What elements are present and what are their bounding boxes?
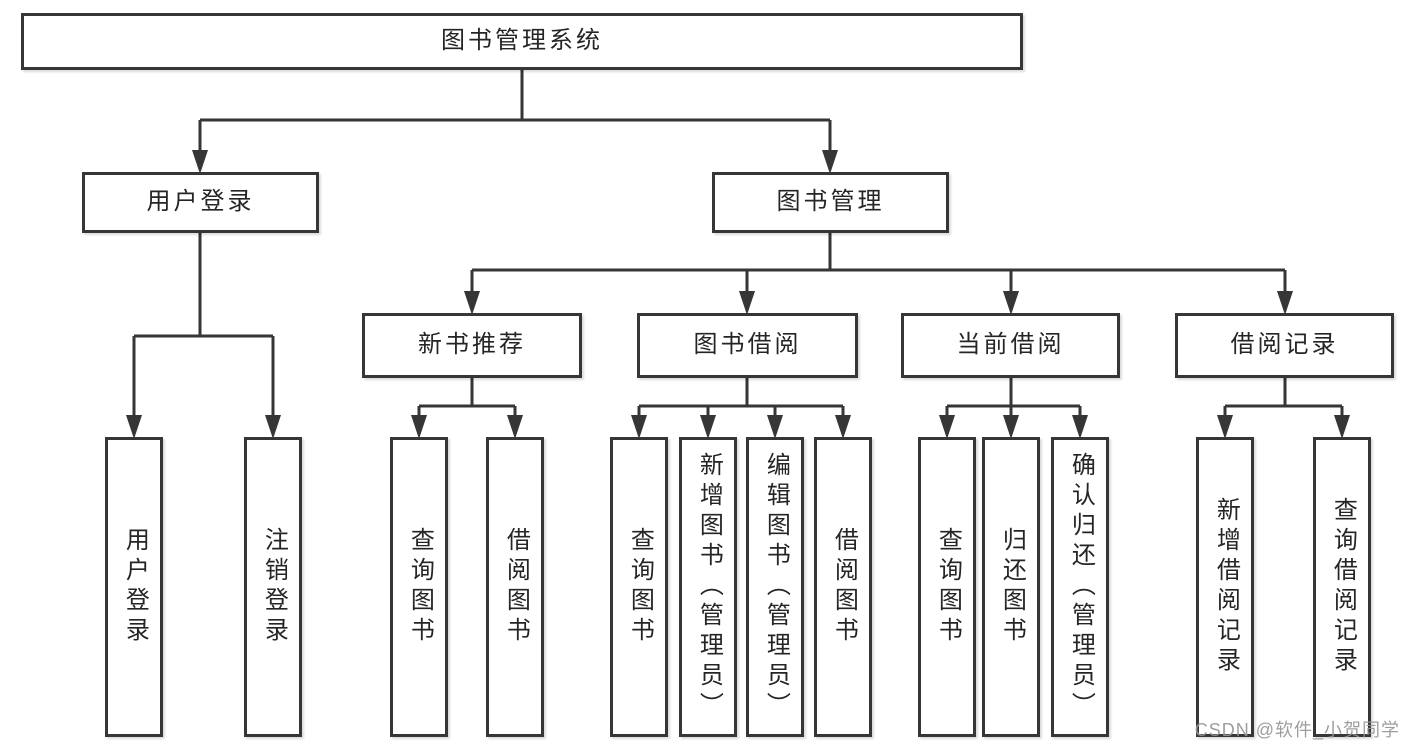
arrowhead-icon	[835, 415, 851, 439]
leaf-query-borrow-record: 查询借阅记录	[1313, 437, 1371, 737]
leaf-confirm-return-admin-label: 确认归还（管理员）	[1067, 452, 1095, 722]
node-current-borrowing-label: 当前借阅	[956, 331, 1065, 359]
arrowhead-icon	[1072, 415, 1088, 439]
arrowhead-icon	[822, 150, 838, 174]
node-borrowing-records: 借阅记录	[1175, 313, 1394, 378]
leaf-query-borrow-record-label: 查询借阅记录	[1329, 497, 1357, 677]
arrowhead-icon	[1003, 291, 1019, 315]
node-book-management-label: 图书管理	[776, 188, 885, 216]
arrowhead-icon	[700, 415, 716, 439]
leaf-query-books-current: 查询图书	[918, 437, 976, 737]
arrowhead-icon	[1334, 415, 1350, 439]
leaf-add-book-admin: 新增图书（管理员）	[679, 437, 737, 737]
arrowhead-icon	[739, 291, 755, 315]
arrowhead-icon	[767, 415, 783, 439]
arrowhead-icon	[464, 291, 480, 315]
csdn-watermark: CSDN @软件_小贺同学	[1194, 720, 1400, 740]
leaf-logout-label: 注销登录	[260, 527, 288, 647]
node-book-management: 图书管理	[712, 172, 949, 233]
node-library-system-label: 图书管理系统	[441, 27, 603, 55]
leaf-return-books-label: 归还图书	[998, 527, 1026, 647]
node-new-book-recommend-label: 新书推荐	[418, 331, 526, 359]
arrowhead-icon	[1003, 415, 1019, 439]
node-book-borrowing: 图书借阅	[637, 313, 858, 378]
leaf-query-books-borrow-label: 查询图书	[626, 527, 654, 647]
node-library-system: 图书管理系统	[21, 13, 1023, 70]
leaf-borrow-books-newrec-label: 借阅图书	[502, 527, 530, 647]
arrowhead-icon	[1217, 415, 1233, 439]
node-new-book-recommend: 新书推荐	[362, 313, 582, 378]
leaf-add-book-admin-label: 新增图书（管理员）	[695, 452, 723, 722]
arrowhead-icon	[411, 415, 427, 439]
leaf-borrow-books-borrow: 借阅图书	[814, 437, 872, 737]
leaf-query-books-newrec-label: 查询图书	[406, 527, 434, 647]
node-borrowing-records-label: 借阅记录	[1230, 331, 1339, 359]
leaf-query-books-current-label: 查询图书	[934, 527, 962, 647]
leaf-add-borrow-record-label: 新增借阅记录	[1212, 497, 1240, 677]
leaf-edit-book-admin: 编辑图书（管理员）	[746, 437, 804, 737]
leaf-confirm-return-admin: 确认归还（管理员）	[1051, 437, 1109, 737]
leaf-query-books-borrow: 查询图书	[610, 437, 668, 737]
arrowhead-icon	[126, 415, 142, 439]
arrowhead-icon	[507, 415, 523, 439]
leaf-borrow-books-newrec: 借阅图书	[486, 437, 544, 737]
leaf-user-login-label: 用户登录	[121, 527, 149, 647]
leaf-edit-book-admin-label: 编辑图书（管理员）	[762, 452, 790, 722]
node-user-login: 用户登录	[82, 172, 319, 233]
leaf-return-books: 归还图书	[982, 437, 1040, 737]
arrowhead-icon	[265, 415, 281, 439]
arrowhead-icon	[939, 415, 955, 439]
arrowhead-icon	[631, 415, 647, 439]
leaf-borrow-books-borrow-label: 借阅图书	[830, 527, 858, 647]
leaf-query-books-newrec: 查询图书	[390, 437, 448, 737]
node-book-borrowing-label: 图书借阅	[693, 331, 802, 359]
node-user-login-label: 用户登录	[146, 188, 255, 216]
leaf-logout: 注销登录	[244, 437, 302, 737]
leaf-add-borrow-record: 新增借阅记录	[1196, 437, 1254, 737]
arrowhead-icon	[192, 150, 208, 174]
node-current-borrowing: 当前借阅	[901, 313, 1120, 378]
arrowhead-icon	[1277, 291, 1293, 315]
leaf-user-login: 用户登录	[105, 437, 163, 737]
